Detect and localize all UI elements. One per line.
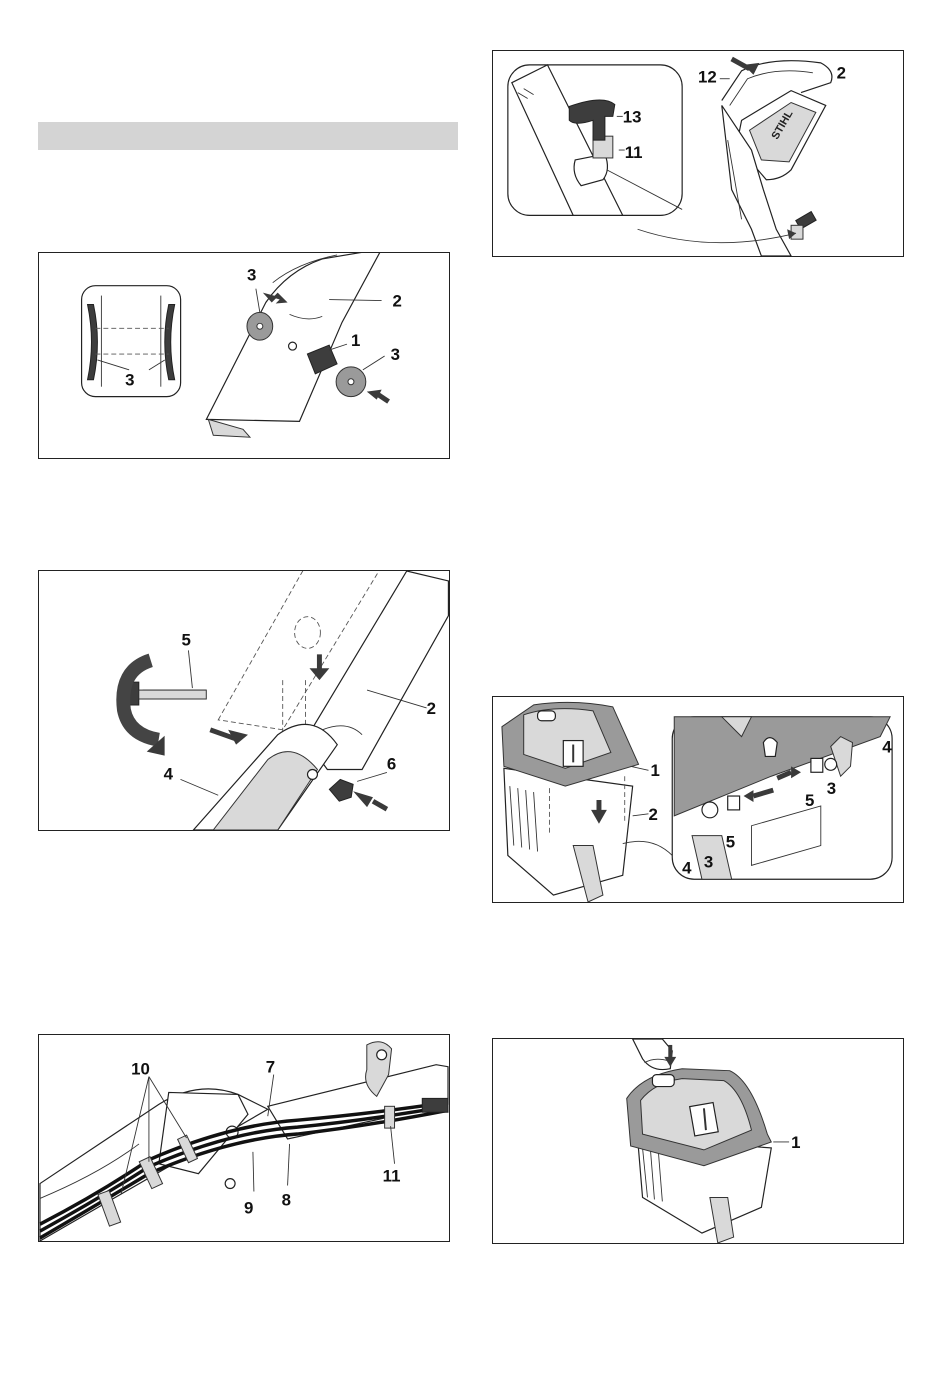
label-2: 2: [393, 291, 402, 310]
figure-handle-bolt-drawing: 5 2 4 6: [39, 571, 449, 830]
figure-cable-routing-drawing: 10 7 9 8 11: [39, 1035, 449, 1241]
label-7: 7: [266, 1058, 275, 1077]
label-12: 12: [698, 68, 717, 87]
label-13: 13: [623, 107, 642, 126]
label-2: 2: [427, 699, 436, 718]
label-2: 2: [648, 805, 657, 824]
label-9: 9: [244, 1198, 253, 1217]
label-3-right: 3: [827, 779, 836, 798]
label-11: 11: [625, 143, 643, 162]
label-4-left: 4: [682, 858, 692, 877]
label-5-left: 5: [726, 833, 735, 852]
figure-catcher-assembly: 1 2 4 5 3 5 4 3: [492, 696, 904, 903]
label-3-right: 3: [391, 345, 400, 364]
label-1: 1: [791, 1133, 800, 1152]
label-3-top: 3: [247, 266, 256, 285]
label-2: 2: [837, 64, 846, 83]
label-8: 8: [282, 1190, 291, 1209]
label-11: 11: [383, 1167, 401, 1186]
figure-handle-bolt: 5 2 4 6: [38, 570, 450, 831]
section-heading-bar: [38, 122, 458, 150]
figure-handle-clamp-drawing: STIHL 12 2 13 11: [493, 51, 903, 256]
label-4: 4: [164, 764, 174, 783]
figure-cable-routing: 10 7 9 8 11: [38, 1034, 450, 1242]
label-1: 1: [351, 331, 360, 350]
label-5: 5: [181, 630, 190, 649]
label-3-detail: 3: [125, 371, 134, 390]
figure-catcher-cover-drawing: 1: [493, 1039, 903, 1243]
figure-handle-clamp: STIHL 12 2 13 11: [492, 50, 904, 257]
label-1: 1: [650, 761, 659, 780]
label-4-right: 4: [882, 737, 892, 756]
label-10: 10: [131, 1060, 150, 1079]
label-6: 6: [387, 754, 396, 773]
figure-catcher-assembly-drawing: 1 2 4 5 3 5 4 3: [493, 697, 903, 902]
label-5-right: 5: [805, 791, 814, 810]
figure-handle-washers-drawing: 3 2 1 3 3: [39, 253, 449, 458]
label-3-left: 3: [704, 852, 713, 871]
figure-catcher-cover: 1: [492, 1038, 904, 1244]
figure-handle-washers: 3 2 1 3 3: [38, 252, 450, 459]
